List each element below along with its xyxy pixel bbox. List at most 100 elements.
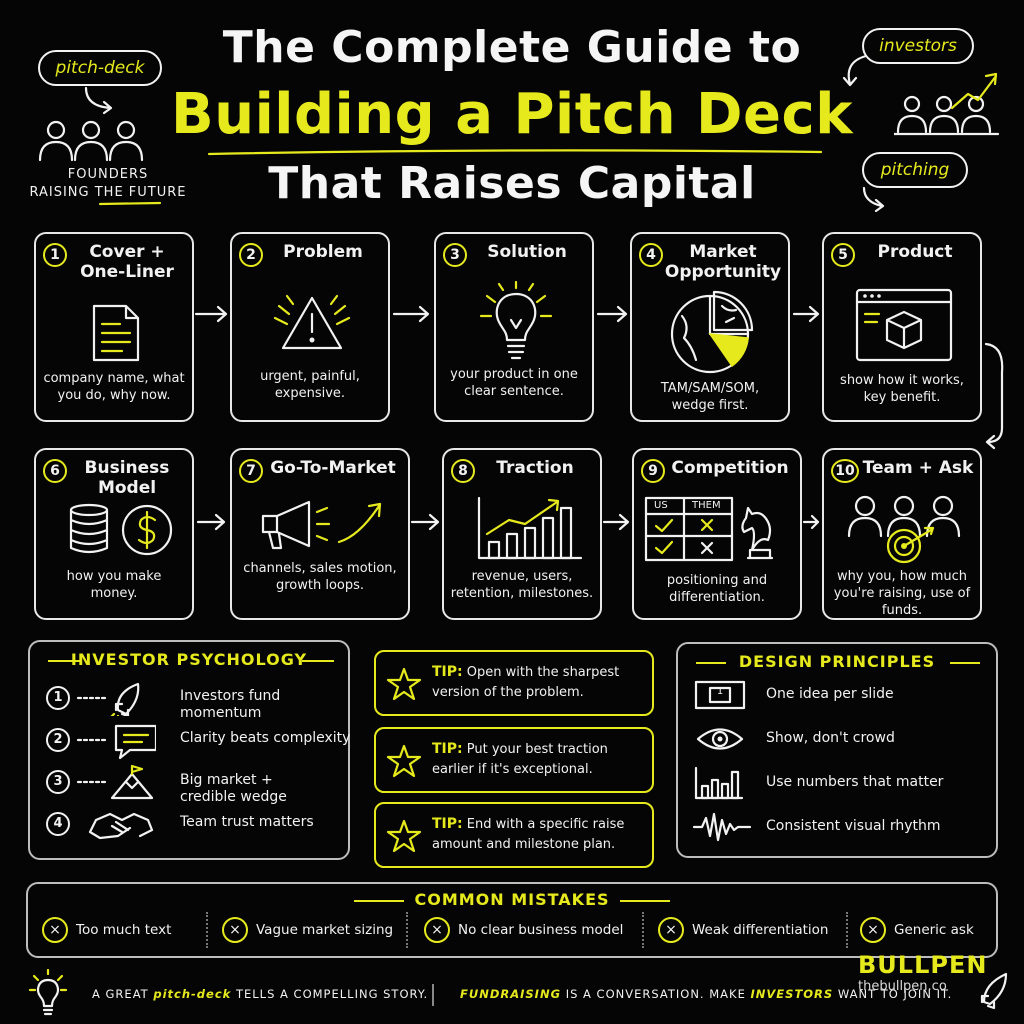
step-number: 2 [239,243,263,267]
item-text: Investors fund momentum [180,688,281,721]
step-number: 3 [443,243,467,267]
arrow-right-icon [602,513,630,531]
principle-item: 1 One idea per slide [692,676,992,716]
step-card-team-ask: 10 Team + Ask why you, how much you're r… [822,448,982,620]
coins-icon [36,500,196,558]
tip-card: TIP: Open with the sharpest version of t… [374,650,654,716]
common-mistakes-panel: COMMON MISTAKES [26,882,998,958]
step-number: 9 [641,459,665,483]
title-rule [302,660,334,662]
divider [406,912,408,948]
principle-text: One idea per slide [766,686,894,702]
principle-item: Consistent visual rhythm [692,808,992,848]
curved-arrow-icon [842,54,868,87]
step-description: your product in one clear sentence. [450,367,578,399]
comparison-table-icon: US THEM [644,494,736,562]
mistake-text: Vague market sizing [256,922,394,938]
slide-icon [694,680,746,710]
step-description: channels, sales motion, growth loops. [243,561,397,593]
tip-label: TIP: [432,816,463,832]
step-number: 7 [239,459,263,483]
step-title: Business Model [84,458,170,498]
x-circle-icon: × [222,917,248,943]
mistake-text: Too much text [76,922,172,938]
rocket-icon [76,682,140,716]
step-description: show how it works, key benefit. [840,373,964,405]
item-text: Big market + credible wedge [180,772,287,805]
founders-underline [98,201,162,206]
step-title: Problem [283,242,363,262]
x-circle-icon: × [42,917,68,943]
star-icon [386,819,422,853]
title-rule [48,660,80,662]
title-rule [950,662,980,664]
x-circle-icon: × [424,917,450,943]
step-card-cover: 1 Cover + One-Liner company name, what y… [34,232,194,422]
bar-chart-icon [694,766,744,800]
title-rule [696,662,726,664]
step-card-solution: 3 Solution your product in one clear sen… [434,232,594,422]
tip-card: TIP: End with a specific raise amount an… [374,802,654,868]
comparison-col-us: US [654,500,668,511]
mistake-item: × Too much text [42,910,171,950]
brand-logo: BULLPEN [858,951,988,979]
mistake-text: No clear business model [458,922,624,938]
founders-caption-line-2: RAISING THE FUTURE [29,185,187,200]
lightbulb-icon [28,968,68,1016]
step-title: Product [877,242,953,262]
slide-number: 1 [716,686,724,697]
divider [846,912,848,948]
brand-url: thebullpen.co [858,979,947,994]
title-rule [354,900,404,902]
document-icon [36,302,196,364]
curved-arrow-icon [862,186,885,212]
mountain-flag-icon [76,764,154,800]
psychology-item: 2 Clarity beats complexity [46,722,356,762]
arrow-right-icon [196,513,226,531]
mistake-text: Generic ask [894,922,974,938]
item-number: 2 [46,728,70,752]
step-description: why you, how much you're raising, use of… [833,569,971,618]
investor-psychology-title: INVESTOR PSYCHOLOGY [70,650,308,669]
arrow-right-icon [194,305,228,323]
step-number: 1 [43,243,67,267]
step-title: Market Opportunity [664,242,782,282]
footer-right-mid: IS A CONVERSATION. MAKE [565,987,746,1001]
psychology-item: 1 Investors fund momentum [46,680,356,721]
tip-body: Open with the sharpest version of the pr… [432,665,620,700]
handshake-icon [88,812,154,840]
star-icon [386,744,422,778]
step-card-product: 5 Product show how it works, key benefit… [822,232,982,422]
title-underline [207,149,823,156]
investor-psychology-panel: INVESTOR PSYCHOLOGY 1 Investors fund mom… [28,640,350,860]
lightbulb-icon [436,280,596,364]
item-number: 1 [46,686,70,710]
arrow-right-icon [596,305,628,323]
step-description: positioning and differentiation. [666,573,768,605]
tip-body: Put your best traction earlier if it's e… [432,742,608,777]
curved-arrow-icon [84,86,113,115]
item-text: Team trust matters [180,814,314,830]
arrow-down-icon [984,342,1004,450]
title-rule [620,900,670,902]
common-mistakes-title: COMMON MISTAKES [414,890,610,909]
step-description: how you make money. [66,569,162,601]
item-text: Clarity beats complexity [180,730,351,746]
founders-caption: FOUNDERS RAISING THE FUTURE [28,166,188,202]
waveform-icon [692,812,752,842]
step-description: urgent, painful, expensive. [260,369,360,401]
team-target-icon [824,490,984,566]
pie-globe-icon [632,286,792,376]
footer-left: A GREAT pitch-deck TELLS A COMPELLING ST… [92,987,428,1001]
arrow-right-icon [792,305,820,323]
tip-card: TIP: Put your best traction earlier if i… [374,727,654,793]
title-line-1: The Complete Guide to [222,22,802,73]
item-number: 3 [46,770,70,794]
tag-pitching: pitching [862,152,968,188]
footer-divider [432,984,434,1006]
step-title: Traction [496,458,574,478]
megaphone-icon [232,492,412,554]
growth-chart-icon [444,494,604,562]
step-card-business-model: 6 Business Model how you make money. [34,448,194,620]
comparison-col-them: THEM [692,500,721,511]
